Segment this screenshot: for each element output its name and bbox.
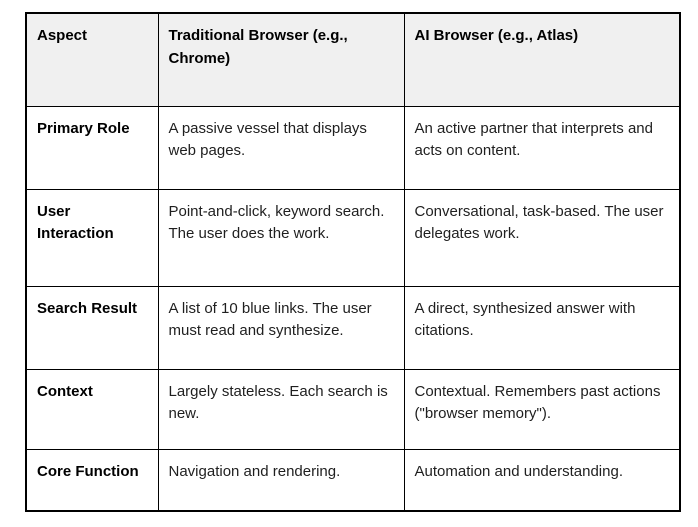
header-cell-ai-browser: AI Browser (e.g., Atlas) xyxy=(403,12,681,107)
table-row: Core Function Navigation and rendering. … xyxy=(25,448,681,512)
table-row: User Interaction Point-and-click, keywor… xyxy=(25,188,681,287)
row-label-search-result: Search Result xyxy=(25,285,159,370)
table-row: Context Largely stateless. Each search i… xyxy=(25,368,681,450)
cell-ai-context: Contextual. Remembers past actions ("bro… xyxy=(403,368,681,450)
header-cell-aspect: Aspect xyxy=(25,12,159,107)
cell-traditional-search-result: A list of 10 blue links. The user must r… xyxy=(157,285,405,370)
cell-traditional-context: Largely stateless. Each search is new. xyxy=(157,368,405,450)
browser-comparison-table: Aspect Traditional Browser (e.g., Chrome… xyxy=(25,12,681,512)
cell-ai-search-result: A direct, synthesized answer with citati… xyxy=(403,285,681,370)
header-cell-traditional-browser: Traditional Browser (e.g., Chrome) xyxy=(157,12,405,107)
row-label-core-function: Core Function xyxy=(25,448,159,512)
cell-ai-core-function: Automation and understanding. xyxy=(403,448,681,512)
row-label-context: Context xyxy=(25,368,159,450)
header-row: Aspect Traditional Browser (e.g., Chrome… xyxy=(25,12,681,107)
cell-traditional-primary-role: A passive vessel that displays web pages… xyxy=(157,105,405,190)
cell-traditional-user-interaction: Point-and-click, keyword search. The use… xyxy=(157,188,405,287)
row-label-user-interaction: User Interaction xyxy=(25,188,159,287)
row-label-primary-role: Primary Role xyxy=(25,105,159,190)
cell-ai-primary-role: An active partner that interprets and ac… xyxy=(403,105,681,190)
cell-traditional-core-function: Navigation and rendering. xyxy=(157,448,405,512)
table-row: Primary Role A passive vessel that displ… xyxy=(25,105,681,190)
cell-ai-user-interaction: Conversational, task-based. The user del… xyxy=(403,188,681,287)
table-row: Search Result A list of 10 blue links. T… xyxy=(25,285,681,370)
